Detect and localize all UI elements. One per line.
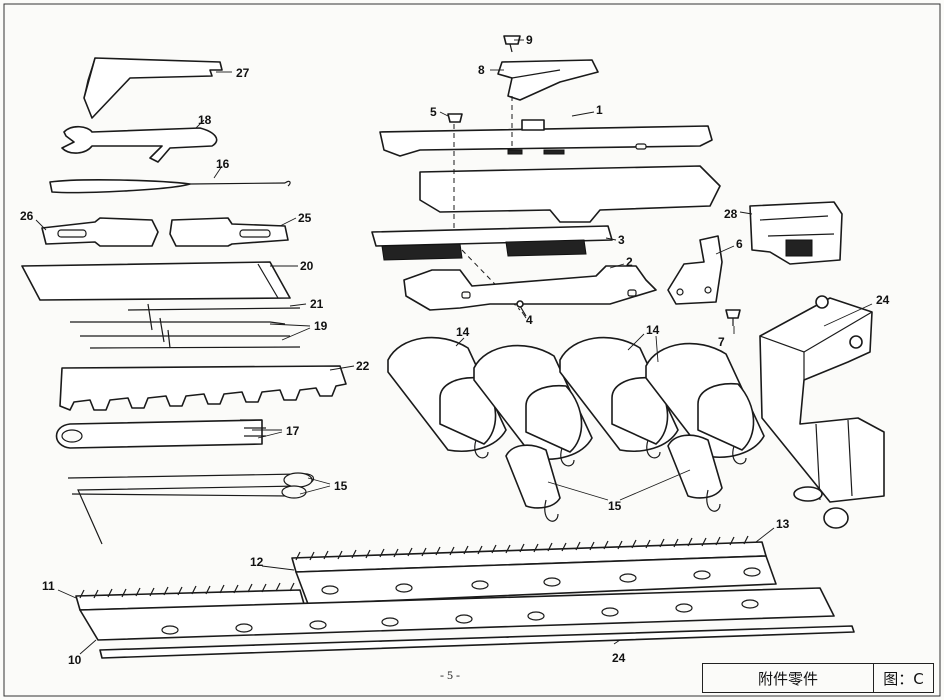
part-28-bracket <box>83 57 223 119</box>
part-29-holder <box>749 201 843 265</box>
part-number-label: 25 <box>298 211 312 225</box>
part-number-label: 4 <box>526 313 533 327</box>
part-17-latch-tool <box>49 179 291 194</box>
part-14-weights <box>387 336 765 467</box>
part-number-label: 24 <box>612 651 626 665</box>
part-18-transfer-tool <box>55 419 266 449</box>
part-number-label: 12 <box>250 555 264 569</box>
part-number-label: 19 <box>314 319 328 333</box>
part-number-label: 1 <box>596 103 603 117</box>
part-number-label: 26 <box>20 209 34 223</box>
part-27-cast-on-comb-end <box>41 217 159 247</box>
part-number-label: 7 <box>718 335 725 349</box>
part-number-label: 24 <box>876 293 890 307</box>
part-number-label: 21 <box>310 297 324 311</box>
page-number: - 5 - <box>440 668 460 682</box>
title-block-figure: 图：C <box>883 669 924 688</box>
part-16-wire-tool <box>67 472 315 545</box>
part-number-label: 14 <box>646 323 660 337</box>
part-number-label: 17 <box>286 424 300 438</box>
part-1-carriage-plate <box>379 119 721 223</box>
part-23-comb <box>59 365 347 411</box>
part-15-small-weights <box>505 434 723 522</box>
part-number-label: 13 <box>776 517 790 531</box>
part-number-label: 10 <box>68 653 82 667</box>
part-6-bracket <box>667 235 723 305</box>
part-number-label: 22 <box>356 359 370 373</box>
title-block-title: 附件零件 <box>703 664 874 692</box>
part-5-screw <box>447 113 463 123</box>
part-7-screw <box>725 309 741 326</box>
page-border <box>3 3 941 697</box>
part-2-lower-plate <box>403 265 657 311</box>
part-22-20-tools <box>70 303 301 349</box>
part-number-label: 2 <box>626 255 633 269</box>
part-12-cast-on-comb <box>291 535 777 605</box>
assembly-line-4 <box>461 249 521 311</box>
part-10-cast-on-comb <box>75 582 835 641</box>
part-number-label: 27 <box>236 66 250 80</box>
part-number-label: 11 <box>42 579 55 593</box>
part-number-label: 14 <box>456 325 470 339</box>
part-number-label: 5 <box>430 105 437 119</box>
part-26-cast-on-comb-end <box>169 217 289 247</box>
part-21-plate <box>21 261 291 301</box>
part-8-bracket <box>497 59 599 101</box>
part-number-label: 8 <box>478 63 485 77</box>
part-number-label: 16 <box>216 157 230 171</box>
part-25-rod <box>99 625 855 659</box>
part-9-screw <box>503 35 521 53</box>
part-number-label: 6 <box>736 237 743 251</box>
part-number-label: 28 <box>724 207 738 221</box>
part-number-label: 18 <box>198 113 212 127</box>
part-19-wrench <box>61 125 218 163</box>
part-number-label: 9 <box>526 33 533 47</box>
part-number-label: 20 <box>300 259 314 273</box>
part-number-label: 15 <box>334 479 348 493</box>
part-number-label: 15 <box>608 499 622 513</box>
leader-lines <box>35 39 873 655</box>
part-number-label: 3 <box>618 233 625 247</box>
part-4-screw <box>516 300 527 317</box>
title-block: 附件零件 图：C <box>702 663 934 693</box>
part-3-brush-holder <box>371 225 613 261</box>
part-24-table-clamp <box>759 295 885 529</box>
